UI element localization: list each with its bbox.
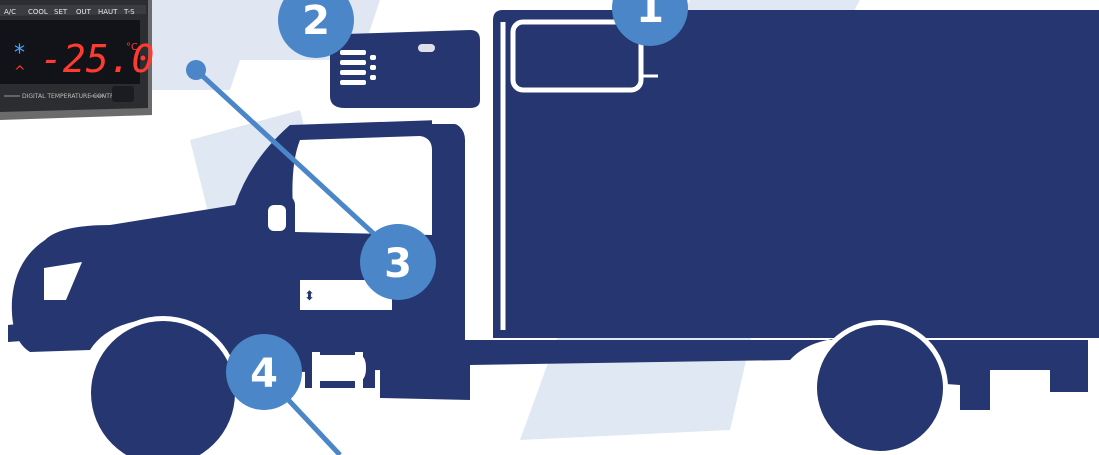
- callout-3-number: 3: [384, 241, 412, 287]
- callout-2-leader-dot: [186, 60, 206, 80]
- callout-1-number: 1: [636, 0, 664, 32]
- callout-4-badge[interactable]: 4: [226, 334, 302, 410]
- reefer-unit: [330, 30, 480, 108]
- callout-3-badge[interactable]: 3: [360, 224, 436, 300]
- controller-power-button[interactable]: [112, 86, 134, 102]
- temperature-controller: A/C COOL SET OUT HAUT T-S * ^ -25.0 °C D…: [0, 0, 154, 120]
- callout-2-number: 2: [302, 0, 330, 44]
- controller-unit: °C: [126, 42, 138, 53]
- snowflake-icon: *: [14, 41, 25, 66]
- refrigerated-box: [490, 10, 1099, 338]
- callout-4-number: 4: [250, 351, 278, 397]
- rear-wheel: [812, 320, 948, 455]
- fuel-tank: [305, 348, 375, 388]
- heat-icon: ^: [14, 64, 26, 80]
- door-handle-arrow-icon: ⬍: [304, 289, 315, 304]
